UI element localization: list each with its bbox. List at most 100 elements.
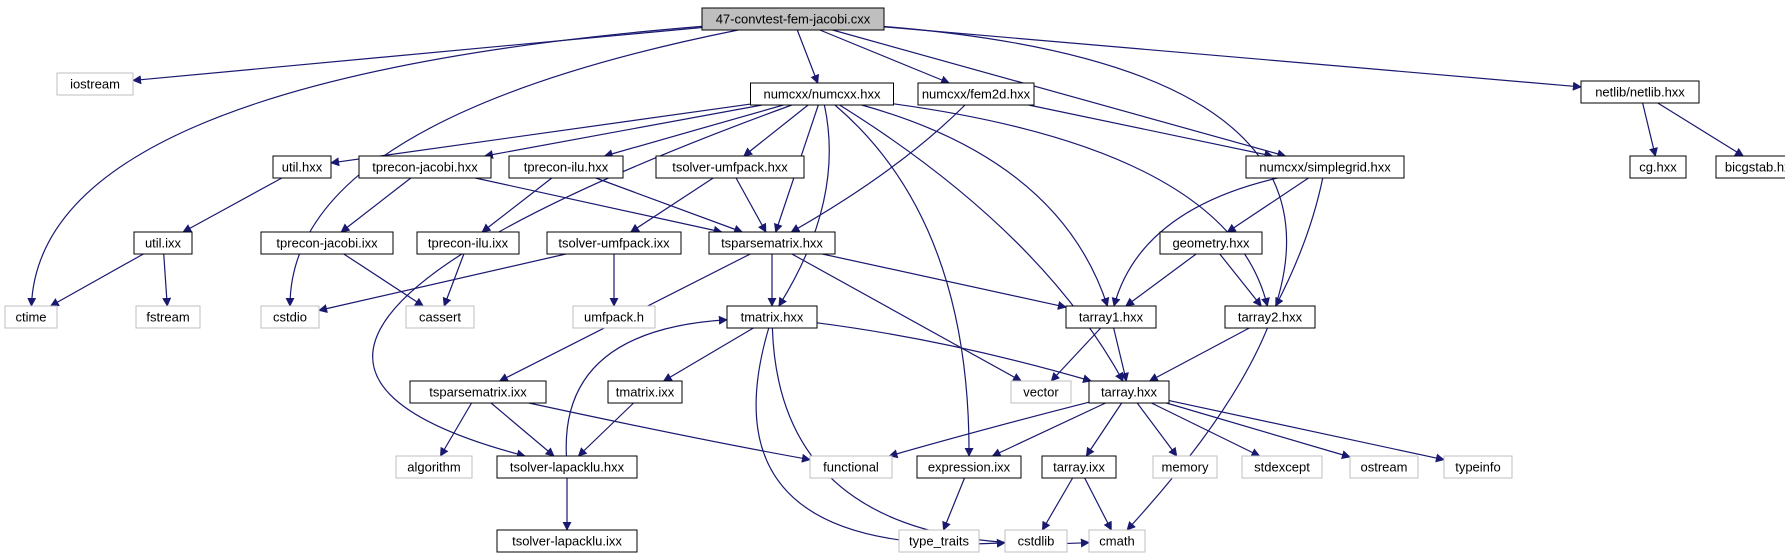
node-box — [607, 380, 683, 404]
node-box — [496, 455, 638, 479]
edge-root-to-simplegrid — [832, 29, 1287, 159]
edge-simplegrid-to-ta2 — [1275, 177, 1324, 307]
edge-netlib-to-cghxx — [1642, 102, 1658, 157]
node-bicg[interactable]: bicgstab.hxx — [1715, 155, 1785, 179]
node-ostream: ostream — [1349, 455, 1419, 479]
edge-taixx-to-cmath — [1084, 477, 1112, 531]
node-box — [726, 305, 818, 329]
edge-tarray-to-memory — [1136, 402, 1178, 457]
edge-numcxx-to-tarray — [839, 104, 1124, 382]
edge-root-to-ctime — [27, 25, 703, 307]
node-fem2d[interactable]: numcxx/fem2d.hxx — [917, 82, 1035, 106]
node-iostream: iostream — [56, 72, 134, 96]
node-tpihxx[interactable]: tprecon-ilu.hxx — [508, 155, 624, 179]
edge-fem2d-to-tsphxx — [790, 104, 966, 233]
node-label: tsparsematrix.ixx — [429, 384, 527, 399]
node-tpiixx[interactable]: tprecon-ilu.ixx — [416, 231, 520, 255]
node-box — [508, 155, 624, 179]
node-label: iostream — [70, 76, 120, 91]
node-label: ostream — [1361, 459, 1408, 474]
edge-tarray-to-taixx — [1085, 402, 1123, 457]
node-cassert: cassert — [405, 305, 475, 329]
node-label: cstdlib — [1018, 533, 1055, 548]
edge-geom-to-ta2 — [1219, 253, 1262, 307]
node-label: tarray2.hxx — [1238, 309, 1303, 324]
node-box — [809, 455, 893, 479]
edge-utilixx-to-fstream — [162, 253, 172, 307]
node-label: tarray.hxx — [1101, 384, 1158, 399]
node-functional: functional — [809, 455, 893, 479]
edge-ta2-to-tarray — [1148, 327, 1250, 382]
node-tslhxx[interactable]: tsolver-lapacklu.hxx — [496, 455, 638, 479]
node-simplegrid[interactable]: numcxx/simplegrid.hxx — [1245, 155, 1405, 179]
node-tmixx[interactable]: tmatrix.ixx — [607, 380, 683, 404]
node-box — [708, 231, 836, 255]
node-ctime: ctime — [4, 305, 58, 329]
node-root[interactable]: 47-convtest-fem-jacobi.cxx — [701, 7, 885, 31]
node-box — [1629, 155, 1687, 179]
node-tpjixx[interactable]: tprecon-jacobi.ixx — [260, 231, 394, 255]
node-label: numcxx/numcxx.hxx — [763, 86, 881, 101]
node-tsumfixx[interactable]: tsolver-umfpack.ixx — [546, 231, 682, 255]
node-utilhxx[interactable]: util.hxx — [272, 155, 332, 179]
node-label: typeinfo — [1455, 459, 1501, 474]
node-typeinfo: typeinfo — [1443, 455, 1513, 479]
edge-ta1-to-tarray — [1113, 327, 1129, 382]
node-label: stdexcept — [1254, 459, 1310, 474]
node-box — [1004, 529, 1068, 553]
node-label: ctime — [15, 309, 46, 324]
node-tsumfhxx[interactable]: tsolver-umfpack.hxx — [655, 155, 805, 179]
node-label: cg.hxx — [1639, 159, 1677, 174]
node-box — [1041, 455, 1117, 479]
node-netlib[interactable]: netlib/netlib.hxx — [1580, 80, 1700, 104]
node-tpjhxx[interactable]: tprecon-jacobi.hxx — [358, 155, 492, 179]
node-box — [1245, 155, 1405, 179]
edge-tsumfixx-to-cstdio — [318, 253, 566, 313]
edge-tarray-to-typeinfo — [1168, 400, 1445, 463]
node-box — [358, 155, 492, 179]
edge-tarray-to-functional — [888, 401, 1090, 459]
node-label: tarray1.hxx — [1079, 309, 1144, 324]
node-label: bicgstab.hxx — [1725, 159, 1785, 174]
node-box — [572, 305, 656, 329]
node-cstdlib: cstdlib — [1004, 529, 1068, 553]
node-label: vector — [1023, 384, 1059, 399]
node-utilixx[interactable]: util.ixx — [133, 231, 193, 255]
edge-simplegrid-to-geom — [1226, 177, 1309, 233]
node-box — [701, 7, 885, 31]
node-ta1[interactable]: tarray1.hxx — [1065, 305, 1157, 329]
edge-tmhxx-to-cmath — [771, 327, 1090, 548]
node-memory: memory — [1152, 455, 1218, 479]
nodes-layer: 47-convtest-fem-jacobi.cxx iostream numcxx… — [4, 7, 1785, 553]
node-numcxx[interactable]: numcxx/numcxx.hxx — [749, 82, 895, 106]
edge-tmhxx-to-tarray — [816, 322, 1092, 384]
edge-numcxx-to-tpihxx — [603, 104, 784, 159]
node-tslixx[interactable]: tsolver-lapacklu.ixx — [496, 529, 638, 553]
edge-simplegrid-to-ta1 — [1111, 177, 1278, 307]
node-algorithm: algorithm — [395, 455, 473, 479]
node-box — [1088, 529, 1146, 553]
node-cghxx[interactable]: cg.hxx — [1629, 155, 1687, 179]
edge-tpihxx-to-tsphxx — [595, 177, 744, 234]
node-box — [260, 305, 320, 329]
node-box — [898, 529, 980, 553]
edge-root-to-cstdio — [285, 29, 739, 307]
node-tspixx[interactable]: tsparsematrix.ixx — [409, 380, 547, 404]
node-stdexcept: stdexcept — [1241, 455, 1323, 479]
node-label: numcxx/fem2d.hxx — [922, 86, 1031, 101]
node-box — [1580, 80, 1700, 104]
edge-tpjixx-to-cassert — [343, 253, 424, 307]
node-tsphxx[interactable]: tsparsematrix.hxx — [708, 231, 836, 255]
node-box — [655, 155, 805, 179]
node-label: tsolver-lapacklu.hxx — [510, 459, 625, 474]
node-taixx[interactable]: tarray.ixx — [1041, 455, 1117, 479]
node-ta2[interactable]: tarray2.hxx — [1224, 305, 1316, 329]
node-exprixx[interactable]: expression.ixx — [916, 455, 1022, 479]
node-tmhxx[interactable]: tmatrix.hxx — [726, 305, 818, 329]
node-tarray[interactable]: tarray.hxx — [1088, 380, 1170, 404]
edge-geom-to-ta1 — [1125, 253, 1197, 307]
edge-tmhxx-to-tmixx — [662, 327, 754, 382]
edge-root-to-iostream — [132, 26, 703, 85]
node-geom[interactable]: geometry.hxx — [1159, 231, 1263, 255]
edge-numcxx-to-ta1 — [861, 104, 1110, 307]
